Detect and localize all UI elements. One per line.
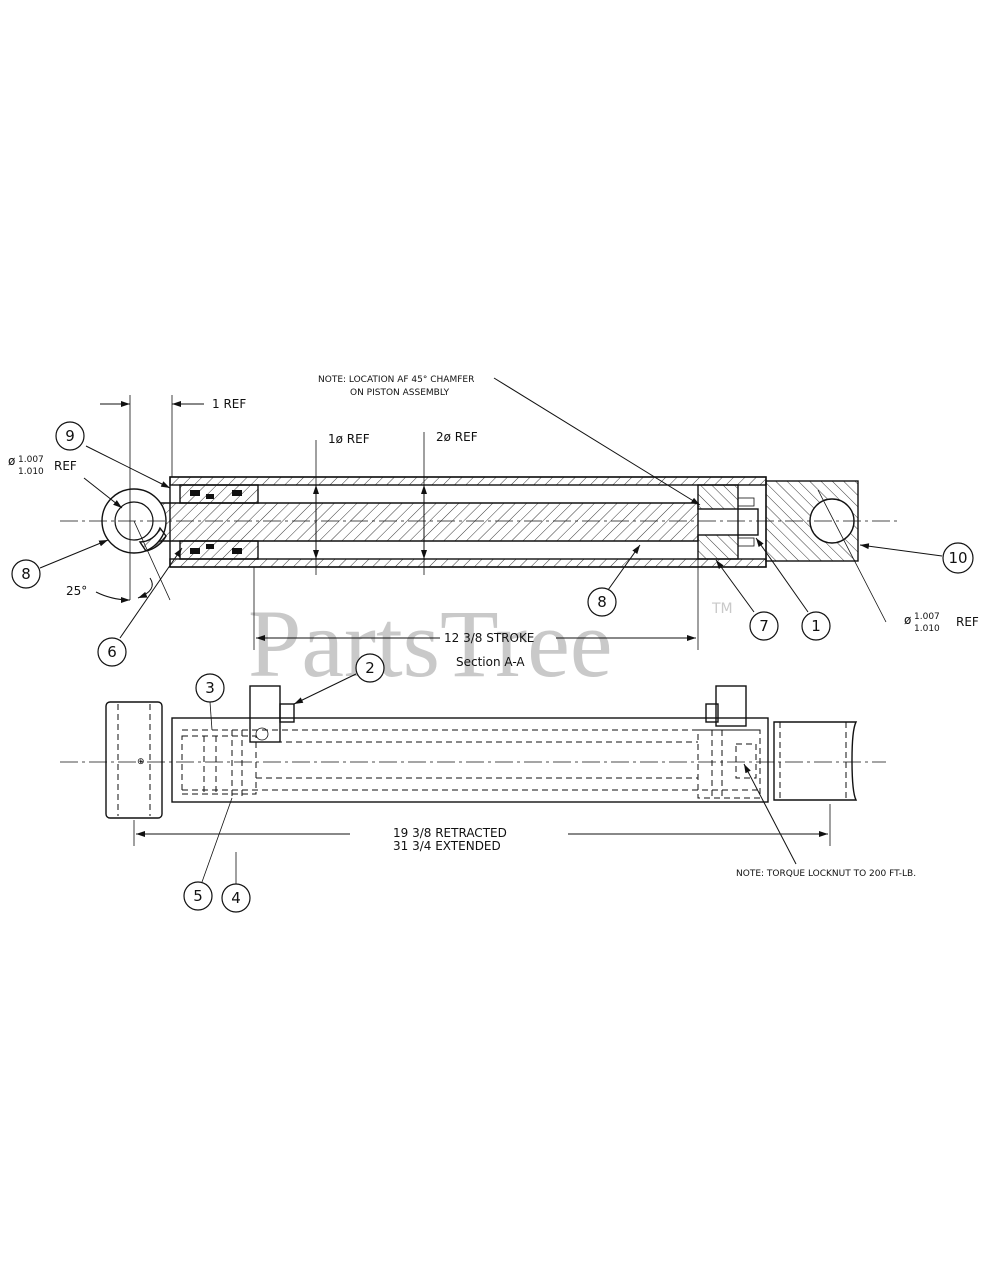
torque-note: NOTE: TORQUE LOCKNUT TO 200 FT-LB. (736, 869, 916, 879)
callout-7 (749, 611, 779, 641)
callout-4-label: 4 (231, 889, 241, 907)
callout-9 (55, 421, 85, 451)
chamfer-note-line2: ON PISTON ASSEMBLY (350, 388, 450, 398)
callout-6 (97, 637, 127, 667)
chamfer-note-leader (493, 377, 701, 506)
piston-bottom (697, 534, 739, 560)
chamfer-note-line1: NOTE: LOCATION AF 45° CHAMFER (318, 375, 474, 385)
callout-10-label: 10 (948, 549, 967, 567)
locknut (737, 508, 759, 536)
pin-right-dia-leader (817, 489, 887, 623)
barrel-outline (171, 717, 769, 803)
stroke-label: 12 3/8 STROKE (444, 631, 534, 645)
tube-wall-bottom (169, 558, 767, 568)
callout-8b (587, 587, 617, 617)
callout-9-leader (85, 445, 171, 489)
torque-note-leader (743, 763, 797, 865)
callout-10 (942, 542, 974, 574)
callout-9-label: 9 (65, 427, 75, 445)
callout-7-leader (715, 559, 755, 613)
piston-seal-bottom (737, 537, 755, 547)
piston-hidden (697, 729, 761, 799)
length-retracted: 19 3/8 RETRACTED (393, 826, 507, 840)
pin-left-dia-max: 1.007 (18, 455, 44, 465)
callout-3-label: 3 (205, 679, 215, 697)
port-fitting-left-hole (255, 727, 269, 741)
base-end-side (773, 721, 858, 801)
locknut-hidden (735, 743, 757, 779)
callout-5-label: 5 (193, 887, 203, 905)
angle-line (133, 520, 171, 601)
callout-5-leader (201, 797, 233, 883)
callout-8b-leader (607, 544, 641, 591)
rod-dia-label: 1ø REF (328, 432, 370, 446)
seal-bot-2 (206, 544, 214, 549)
callout-6-label: 6 (107, 643, 117, 661)
section-label: Section A-A (456, 655, 525, 669)
elevation-view: ⊕ 19 3/8 RETRACTED (60, 685, 916, 879)
rod-eye-side (105, 701, 163, 819)
gland-hidden (181, 735, 257, 795)
pin-left-dia-leader (83, 477, 123, 509)
callout-5 (183, 881, 213, 911)
angle-label: 25° (66, 584, 87, 598)
pin-left-dia-ref: REF (54, 459, 77, 473)
callout-10-leader (859, 543, 943, 557)
callout-3-leader (209, 701, 213, 731)
callout-2-label: 2 (365, 659, 375, 677)
watermark: PartsTree TM (248, 590, 733, 697)
callout-3 (195, 673, 225, 703)
piston-seal-top (737, 497, 755, 507)
angle-arc-left (95, 591, 131, 603)
callout-7-label: 7 (759, 617, 769, 635)
port-fitting-right (715, 685, 747, 727)
callouts: 9 8 6 8 7 1 10 2 3 5 4 (11, 421, 974, 913)
pin-left-dia-symbol: ø (8, 454, 15, 468)
piston-top (697, 484, 739, 510)
ref-dim-label: 1 REF (212, 397, 246, 411)
port-fitting-left-nut (279, 703, 295, 723)
pin-right-dia-ref: REF (956, 615, 979, 629)
length-extended: 31 3/4 EXTENDED (393, 839, 501, 853)
callout-6-leader (119, 547, 183, 639)
pin-right-dia-symbol: ø (904, 613, 911, 627)
callout-4 (221, 883, 251, 913)
callout-8a-label: 8 (21, 565, 31, 583)
tube-wall-top (169, 476, 767, 486)
callout-1 (801, 611, 831, 641)
watermark-trademark: TM (711, 601, 733, 617)
callout-2 (355, 653, 385, 683)
callout-2-leader (293, 673, 357, 705)
seal-top-1 (190, 490, 200, 496)
seal-bot-1 (190, 548, 200, 554)
watermark-text: PartsTree (248, 590, 612, 697)
seal-bot-3 (232, 548, 242, 554)
callout-8a (11, 559, 41, 589)
grease-fitting-area (138, 526, 167, 552)
section-view: 1 REF 1ø REF 2ø REF NOTE: LOCATION AF 45… (8, 375, 979, 669)
bore-dia-label: 2ø REF (436, 430, 478, 444)
angle-arc-right (137, 577, 153, 599)
callout-1-leader (755, 537, 809, 613)
callout-1-label: 1 (811, 617, 821, 635)
callout-8a-leader (39, 539, 109, 569)
port-fitting-right-nut (705, 703, 719, 723)
pin-right-dia-min: 1.010 (914, 624, 940, 634)
callout-8b-label: 8 (597, 593, 607, 611)
seal-top-3 (232, 490, 242, 496)
seal-top-2 (206, 494, 214, 499)
pin-right-dia-max: 1.007 (914, 612, 940, 622)
pin-left-dia-min: 1.010 (18, 467, 44, 477)
